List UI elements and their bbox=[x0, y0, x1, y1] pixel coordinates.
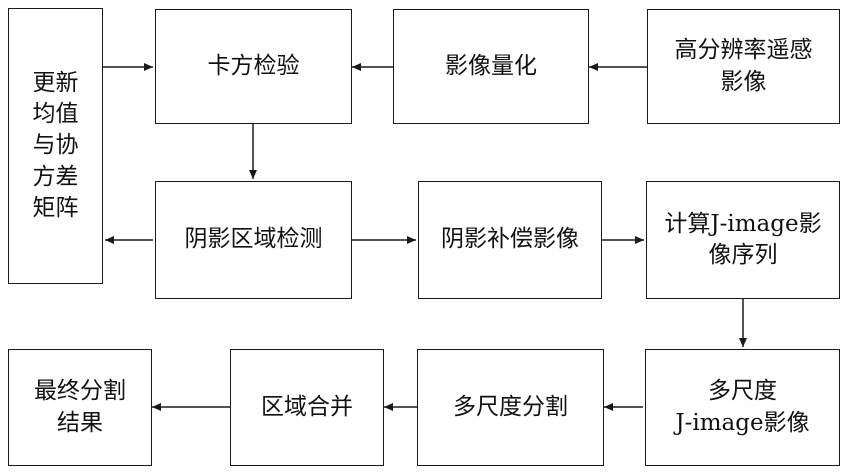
node-hr-remote-image-label: 高分辨率遥感 影像 bbox=[675, 35, 813, 97]
node-multiscale-segmentation: 多尺度分割 bbox=[417, 349, 604, 466]
node-chi-square-test-label: 卡方检验 bbox=[208, 51, 300, 82]
node-compute-jimage-label: 计算J-image影 像序列 bbox=[664, 209, 821, 271]
node-hr-remote-image: 高分辨率遥感 影像 bbox=[647, 9, 840, 124]
node-multiscale-jimage: 多尺度 J-image影像 bbox=[645, 349, 840, 466]
node-compute-jimage: 计算J-image影 像序列 bbox=[646, 181, 840, 299]
node-shadow-detection-label: 阴影区域检测 bbox=[185, 224, 323, 255]
node-image-quantization: 影像量化 bbox=[393, 9, 589, 124]
node-update-mean-cov-label: 更新 均值 与协 方差 矩阵 bbox=[33, 68, 79, 223]
node-final-result-label: 最终分割 结果 bbox=[34, 376, 126, 438]
node-update-mean-cov: 更新 均值 与协 方差 矩阵 bbox=[8, 8, 103, 284]
node-final-result: 最终分割 结果 bbox=[8, 349, 152, 466]
node-region-merge: 区域合并 bbox=[230, 349, 384, 466]
node-multiscale-segmentation-label: 多尺度分割 bbox=[453, 392, 568, 423]
node-shadow-compensation-label: 阴影补偿影像 bbox=[441, 224, 579, 255]
node-multiscale-jimage-label: 多尺度 J-image影像 bbox=[675, 376, 809, 438]
node-shadow-compensation: 阴影补偿影像 bbox=[418, 181, 602, 299]
node-image-quantization-label: 影像量化 bbox=[445, 51, 537, 82]
node-chi-square-test: 卡方检验 bbox=[155, 9, 352, 124]
node-region-merge-label: 区域合并 bbox=[261, 392, 353, 423]
node-shadow-detection: 阴影区域检测 bbox=[155, 181, 352, 299]
